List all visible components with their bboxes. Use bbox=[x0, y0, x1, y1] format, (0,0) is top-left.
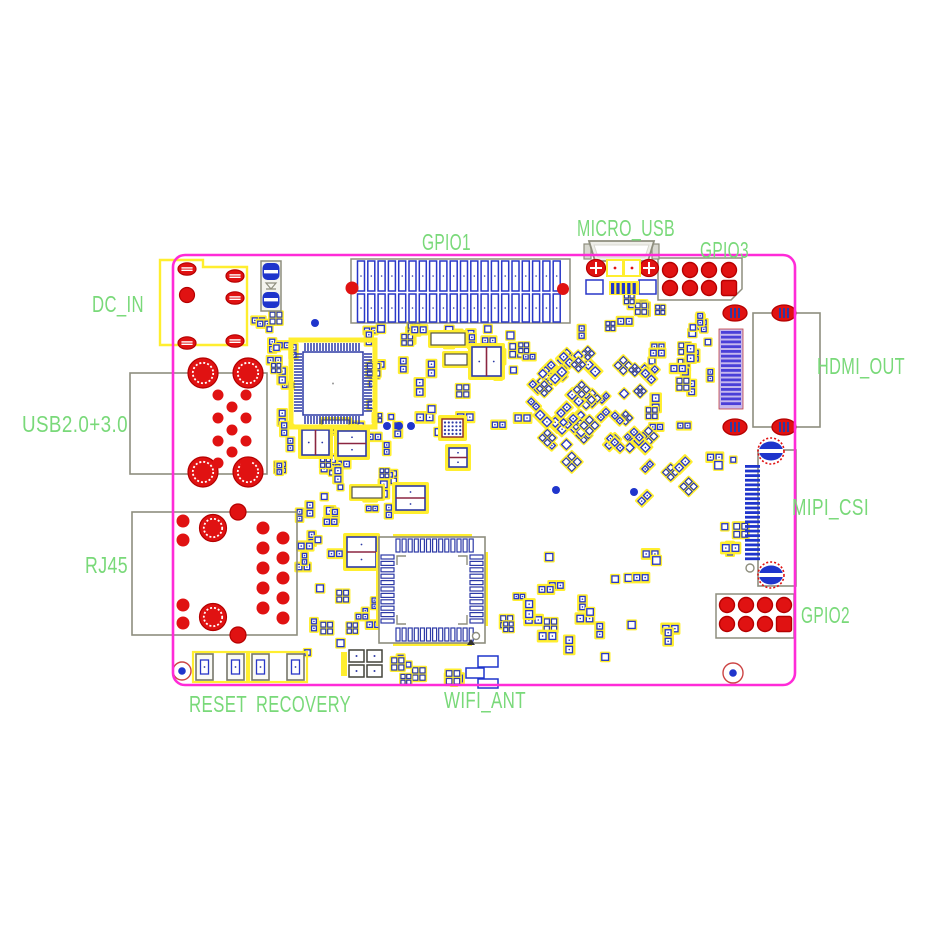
qfp-ic bbox=[288, 337, 378, 430]
passive-cluster bbox=[576, 292, 667, 341]
label-wifi-ant: WIFI_ANT bbox=[444, 687, 526, 713]
passive-cluster bbox=[265, 337, 299, 477]
micro-usb-connector bbox=[583, 240, 660, 295]
passive-cluster bbox=[498, 548, 681, 663]
passive-cluster bbox=[635, 454, 700, 508]
passive-cluster bbox=[294, 500, 351, 658]
label-mipi-csi: MIPI_CSI bbox=[792, 494, 869, 520]
passive-cluster bbox=[250, 310, 284, 334]
recovery-button-pads bbox=[247, 650, 309, 684]
gpio2-connector bbox=[715, 593, 795, 639]
label-gpio3: GPIO3 bbox=[700, 237, 749, 263]
mounting-hole bbox=[722, 662, 744, 684]
reset-button-pads bbox=[191, 650, 249, 684]
label-dc-in: DC_IN bbox=[92, 291, 144, 317]
label-recovery: RECOVERY bbox=[256, 691, 351, 717]
label-usb2030: USB2.0+3.0 bbox=[22, 411, 128, 437]
label-gpio1: GPIO1 bbox=[422, 229, 471, 255]
passive-cluster bbox=[705, 451, 738, 471]
board-outline bbox=[171, 253, 797, 687]
label-reset: RESET bbox=[189, 691, 247, 717]
usb-stack-connector bbox=[129, 357, 268, 488]
passive-cluster bbox=[676, 337, 715, 397]
passive-cluster bbox=[525, 344, 661, 474]
bga-part bbox=[438, 415, 467, 441]
passive-cluster bbox=[644, 341, 693, 433]
label-gpio2: GPIO2 bbox=[801, 602, 850, 628]
hdmi-connector bbox=[718, 304, 821, 436]
label-micro-usb: MICRO_USB bbox=[577, 215, 675, 241]
passive-cluster bbox=[389, 653, 465, 687]
gpio1-connector bbox=[345, 258, 571, 324]
passive-cluster bbox=[687, 311, 709, 339]
wifi-qfn-ic bbox=[376, 534, 488, 646]
mipi-csi-connector bbox=[745, 437, 797, 589]
pcb-board-render bbox=[129, 240, 821, 689]
gpio3-connector bbox=[657, 257, 743, 301]
dc-jack-connector bbox=[158, 258, 249, 350]
rj45-connector bbox=[131, 503, 298, 644]
mounting-hole bbox=[172, 661, 192, 681]
label-rj45: RJ45 bbox=[85, 552, 128, 578]
label-hdmi-out: HDMI_OUT bbox=[817, 353, 905, 379]
